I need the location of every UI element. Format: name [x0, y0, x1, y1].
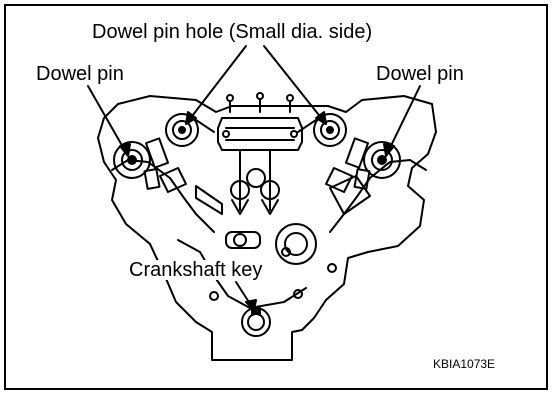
left-chain-guide: [195, 185, 223, 215]
right-bank-details: [297, 119, 371, 193]
left-bank-contour: [111, 159, 215, 233]
arrowhead: [119, 143, 131, 157]
block-holes: [209, 231, 337, 301]
engine-block-outline: [97, 95, 437, 361]
leader-line-dowel-right: [385, 85, 421, 157]
left-exhaust-sprocket: [113, 141, 151, 179]
arrowhead: [185, 111, 197, 125]
center-tensioner: [230, 149, 280, 215]
arrowhead: [245, 299, 257, 311]
crankshaft-nose: [241, 307, 271, 337]
right-exhaust-sprocket: [363, 141, 401, 179]
callout-dowel-pin-hole: Dowel pin hole (Small dia. side): [92, 21, 373, 43]
timing-cover-plate: [217, 117, 303, 151]
left-bank-details: [143, 119, 215, 193]
arrowhead: [315, 111, 327, 125]
lower-housing-contour: [177, 239, 307, 309]
right-chain-guide: [329, 175, 371, 215]
callout-dowel-pin-left: Dowel pin: [36, 63, 124, 85]
left-intake-sprocket: [165, 113, 199, 147]
leader-line-dowel-left: [87, 85, 129, 157]
top-bolts: [226, 92, 294, 113]
leader-line-hole-right: [263, 45, 327, 125]
leader-line-hole-left: [185, 45, 247, 125]
right-intake-sprocket: [313, 113, 347, 147]
cover-bolt: [222, 130, 230, 138]
cover-bolt: [290, 130, 298, 138]
figure-code: KBIA1073E: [433, 357, 496, 371]
callout-dowel-pin-right: Dowel pin: [376, 63, 464, 85]
callout-crankshaft-key: Crankshaft key: [129, 259, 263, 281]
oil-pump-housing: [275, 223, 317, 265]
arrowhead: [383, 143, 395, 157]
